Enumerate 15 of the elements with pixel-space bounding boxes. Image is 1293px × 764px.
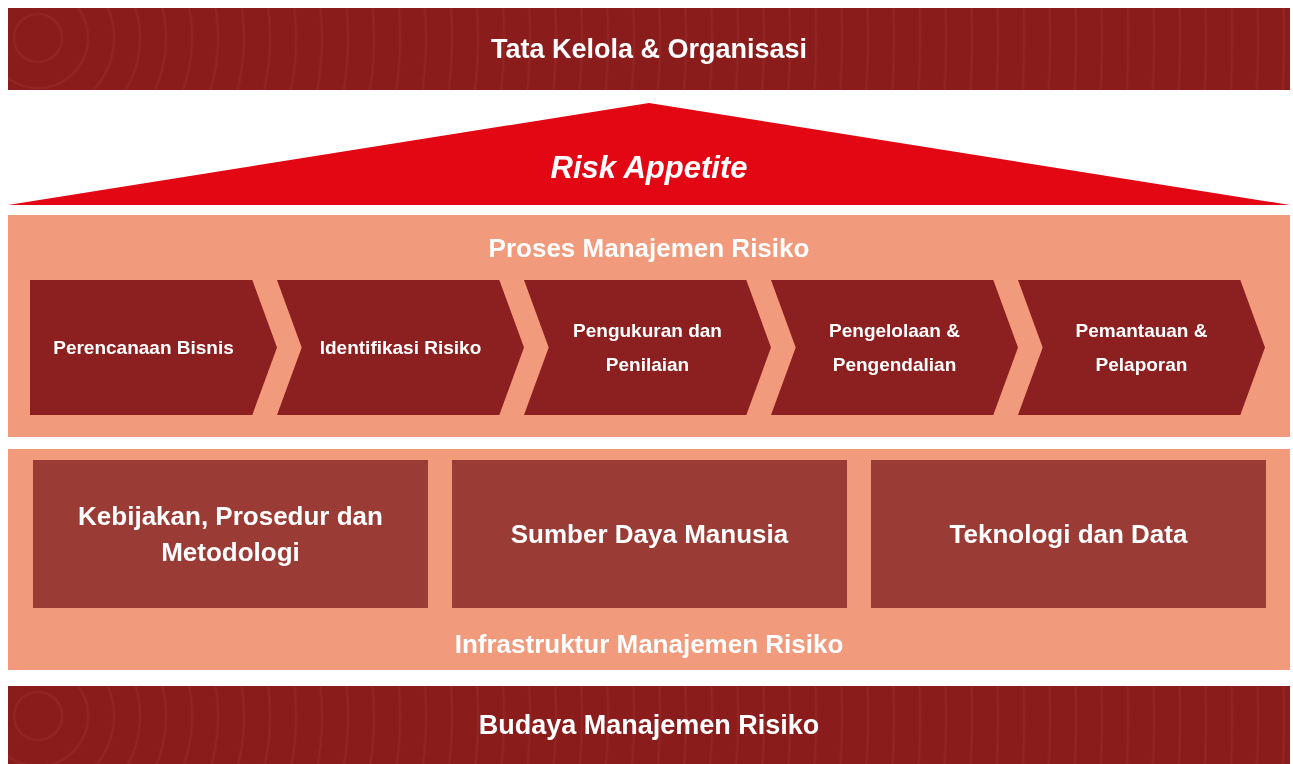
title-band: Tata Kelola & Organisasi [8,8,1290,90]
title-band: Budaya Manajemen Risiko [8,686,1290,764]
process-step: Identifikasi Risiko [277,280,524,415]
panel-heading: Infrastruktur Manajemen Risiko [453,629,845,660]
process-step: Pengukuran dan Penilaian [524,280,771,415]
process-step: Perencanaan Bisnis [30,280,277,415]
process-step: Pemantauan & Pelaporan [1018,280,1265,415]
section-panel [8,449,1290,670]
process-step: Pengelolaan & Pengendalian [771,280,1018,415]
section-panel [8,215,1290,437]
roof-triangle: Risk Appetite [8,103,1290,205]
pillar-box: Teknologi dan Data [871,460,1266,608]
pillar-box: Sumber Daya Manusia [452,460,847,608]
pillar-box: Kebijakan, Prosedur dan Metodologi [33,460,428,608]
panel-heading: Proses Manajemen Risiko [487,233,811,264]
